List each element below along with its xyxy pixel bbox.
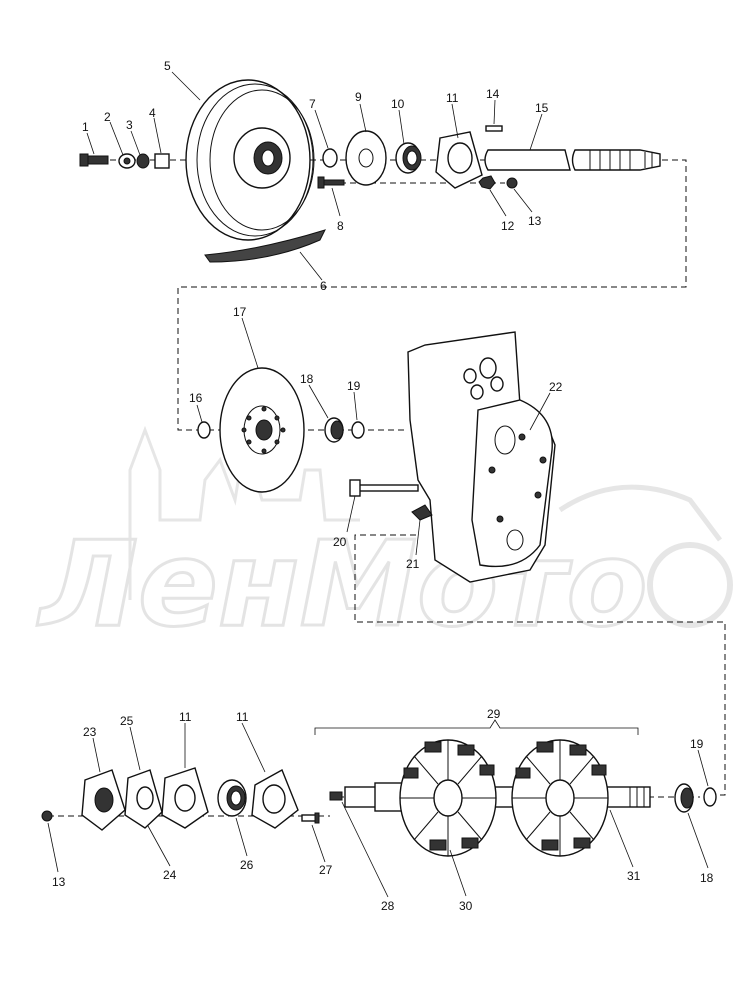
callout-18-bottom: 18 <box>700 871 714 885</box>
callout-27: 27 <box>319 863 333 877</box>
callout-18-mid: 18 <box>300 372 314 386</box>
callout-24: 24 <box>163 868 177 882</box>
callout-28: 28 <box>381 899 395 913</box>
part-20-bolt <box>349 479 419 497</box>
part-8-screw <box>317 176 345 189</box>
part-5-driven-clutch <box>185 79 315 241</box>
part-7-washer <box>322 148 338 168</box>
part-23-flange <box>81 769 126 831</box>
part-21-nut <box>411 504 433 521</box>
part-28-screw <box>329 791 343 801</box>
part-27-bolt <box>301 812 320 824</box>
callout-19-mid: 19 <box>347 379 361 393</box>
callout-21: 21 <box>406 557 420 571</box>
callout-25: 25 <box>120 714 134 728</box>
callout-31: 31 <box>627 869 641 883</box>
callout-9: 9 <box>355 90 362 104</box>
callout-15: 15 <box>535 101 549 115</box>
callout-1: 1 <box>82 120 89 134</box>
part-14-key <box>485 125 503 132</box>
callout-11-top: 11 <box>446 91 459 105</box>
callout-4: 4 <box>149 106 156 120</box>
callout-23: 23 <box>83 725 97 739</box>
part-11-flangette <box>435 131 483 189</box>
callout-7: 7 <box>309 97 316 111</box>
part-19-o-ring <box>351 421 365 439</box>
part-13-nut-bottom <box>41 810 53 822</box>
callout-5: 5 <box>164 59 171 73</box>
callout-17: 17 <box>233 305 247 319</box>
bottom-assembly <box>41 719 717 857</box>
part-6-drive-belt <box>204 229 326 263</box>
callouts: 1 2 3 4 5 6 7 8 9 10 11 12 13 14 15 16 1… <box>52 59 714 913</box>
part-4-spacer <box>154 153 170 169</box>
part-18-bearing-bottom <box>674 783 694 813</box>
callout-14: 14 <box>486 87 500 101</box>
middle-assembly <box>197 331 726 796</box>
callout-8: 8 <box>337 219 344 233</box>
callout-30: 30 <box>459 899 473 913</box>
callout-13-top: 13 <box>528 214 542 228</box>
watermark: ЛенМото <box>36 425 733 655</box>
part-25-seal <box>124 769 163 829</box>
part-17-brake-disc <box>219 367 305 493</box>
callout-29: 29 <box>487 707 501 721</box>
part-3-nut <box>136 153 150 169</box>
part-30-drive-sprocket-right <box>511 739 609 857</box>
part-16-o-ring <box>197 421 211 439</box>
part-26-bearing <box>217 779 247 817</box>
top-assembly <box>79 79 687 431</box>
part-10-bearing <box>395 142 422 174</box>
callout-12: 12 <box>501 219 515 233</box>
watermark-text: ЛенМото <box>37 515 648 653</box>
part-1-bolt <box>79 153 109 167</box>
callout-20: 20 <box>333 535 347 549</box>
part-30-drive-sprocket-left <box>399 739 497 857</box>
part-13-nut <box>506 177 518 189</box>
leader-lines <box>47 71 709 898</box>
callout-26: 26 <box>240 858 254 872</box>
part-11-flangette-b <box>161 767 209 829</box>
part-29-bracket <box>314 719 639 735</box>
callout-11-b: 11 <box>179 710 192 724</box>
callout-11-c: 11 <box>236 710 249 724</box>
callout-16: 16 <box>189 391 203 405</box>
callout-22: 22 <box>549 380 563 394</box>
part-19-o-ring-bottom <box>703 787 717 807</box>
callout-3: 3 <box>126 118 133 132</box>
part-18-bearing <box>324 417 344 443</box>
callout-2: 2 <box>104 110 111 124</box>
part-11-flangette-c <box>251 769 299 829</box>
part-9-flange-plate <box>345 130 387 186</box>
callout-6: 6 <box>320 279 327 293</box>
part-15-jackshaft <box>484 149 661 171</box>
part-22-chaincase <box>407 331 556 583</box>
callout-10: 10 <box>391 97 405 111</box>
part-12-nut <box>478 175 496 190</box>
callout-13-bottom: 13 <box>52 875 66 889</box>
callout-19-bottom: 19 <box>690 737 704 751</box>
